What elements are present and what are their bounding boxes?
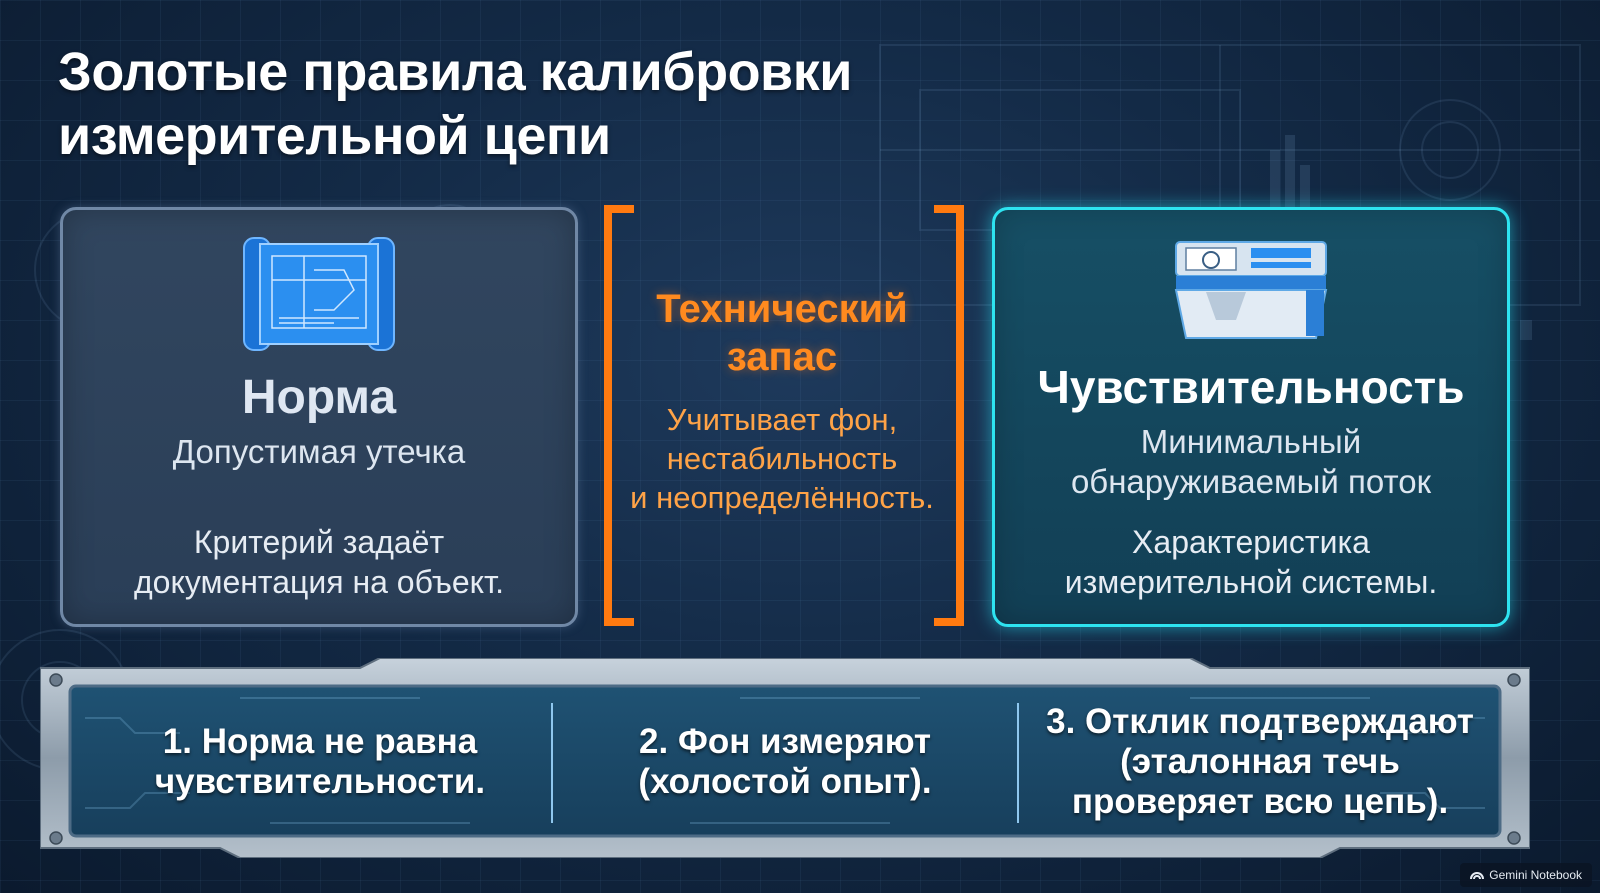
sensitivity-heading: Чувствительность [1037, 361, 1465, 413]
title-line-1: Золотые правила калибровки [58, 42, 852, 102]
rule-2-line-2: (холостой опыт). [638, 762, 932, 801]
rule-3-line-2: (эталонная течь [1120, 742, 1400, 781]
watermark-text: Gemini Notebook [1489, 868, 1582, 882]
rules-panel [40, 658, 1530, 858]
norm-desc-line-2: документация на объект. [133, 564, 505, 600]
sensitivity-card: Чувствительность Минимальный обнаруживае… [992, 207, 1510, 627]
rule-1-line-1: 1. Норма не равна [162, 722, 478, 761]
rule-2-text: 2. Фон измеряют (холостой опыт). [560, 722, 1010, 802]
sensitivity-sub-line-2: обнаруживаемый поток [1070, 463, 1432, 500]
sensitivity-subtitle: Минимальный обнаруживаемый поток [1005, 422, 1497, 502]
technical-margin-title: Технический запас [612, 285, 952, 381]
norm-heading: Норма [241, 371, 397, 424]
technical-margin-desc-line-3: и неопределённость. [630, 480, 934, 515]
sensitivity-description: Характеристика измерительной системы. [1005, 522, 1497, 602]
technical-margin-title-line-1: Технический [656, 287, 908, 331]
technical-margin-desc-line-2: нестабильность [666, 441, 898, 476]
rule-3-line-3: проверяет всю цепь). [1071, 782, 1449, 821]
technical-margin-description: Учитывает фон, нестабильность и неопреде… [600, 400, 964, 517]
leak-detector-icon [1174, 241, 1328, 339]
watermark-badge: Gemini Notebook [1460, 863, 1592, 887]
rules-panel-frame [40, 658, 1530, 858]
rule-1-text: 1. Норма не равна чувствительности. [90, 722, 550, 802]
page-title: Золотые правила калибровки измерительной… [58, 40, 958, 168]
technical-margin-desc-line-1: Учитывает фон, [666, 402, 898, 437]
technical-margin-title-line-2: запас [726, 335, 838, 379]
sensitivity-desc-line-2: измерительной системы. [1064, 564, 1438, 600]
rule-3-text: 3. Отклик подтверждают (эталонная течь п… [1025, 702, 1495, 822]
notebook-logo-icon [1470, 872, 1485, 880]
right-bracket [934, 205, 964, 626]
norm-card: Норма Допустимая утечка Критерий задаёт … [60, 207, 578, 627]
rule-3-line-1: 3. Отклик подтверждают [1046, 702, 1474, 741]
rule-2-line-1: 2. Фон измеряют [639, 722, 931, 761]
left-bracket [604, 205, 634, 626]
norm-desc-line-1: Критерий задаёт [193, 524, 445, 560]
blueprint-icon [243, 237, 395, 351]
norm-description: Критерий задаёт документация на объект. [73, 522, 565, 602]
sensitivity-desc-line-1: Характеристика [1132, 524, 1370, 560]
rule-1-line-2: чувствительности. [154, 762, 486, 801]
sensitivity-sub-line-1: Минимальный [1140, 423, 1362, 460]
title-line-2: измерительной цепи [58, 106, 611, 166]
norm-subtitle: Допустимая утечка [172, 433, 466, 470]
